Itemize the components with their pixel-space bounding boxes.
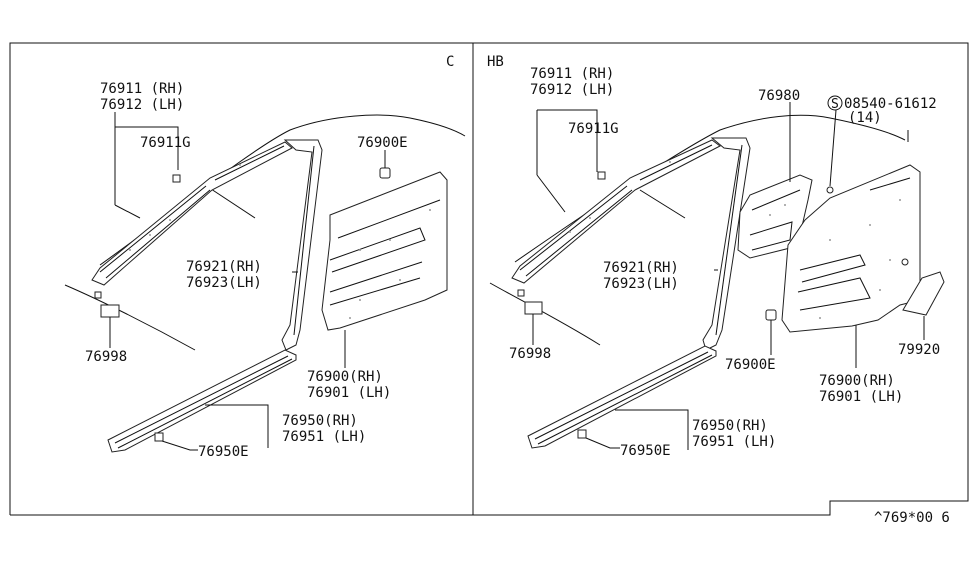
clip-76998-mount: [94, 291, 102, 299]
label-76900e: 76900E: [357, 135, 408, 151]
label-08540: 08540-61612: [844, 96, 937, 112]
kicking-plate: [527, 345, 717, 449]
pillar-base-outline: [64, 284, 196, 351]
label-76912: 76912 (LH): [530, 82, 614, 98]
label-76998: 76998: [85, 349, 127, 365]
clip-76911g: [597, 171, 606, 180]
label-76900: 76900(RH): [307, 369, 383, 385]
clip-76950e: [577, 429, 587, 439]
label-76911: 76911 (RH): [100, 81, 184, 97]
clip-76900e: [379, 167, 391, 179]
label-76951: 76951 (LH): [282, 429, 366, 445]
label-08540-qty: (14): [848, 110, 882, 126]
label-76900e: 76900E: [725, 357, 776, 373]
label-76950e: 76950E: [198, 444, 249, 460]
rear-side-trim: [781, 164, 921, 333]
label-76950: 76950(RH): [282, 413, 358, 429]
panel-hb: HB: [487, 54, 945, 459]
panel-c: C: [64, 54, 466, 460]
label-76921: 76921(RH): [186, 259, 262, 275]
label-76901: 76901 (LH): [819, 389, 903, 405]
label-76950: 76950(RH): [692, 418, 768, 434]
label-76923: 76923(LH): [603, 276, 679, 292]
label-76911g: 76911G: [140, 135, 191, 151]
label-76912: 76912 (LH): [100, 97, 184, 113]
label-76901: 76901 (LH): [307, 385, 391, 401]
diagram-code: ^769*00 6: [874, 510, 950, 526]
label-76951: 76951 (LH): [692, 434, 776, 450]
clip-76900e: [765, 309, 777, 321]
clip-76998-mount: [517, 289, 525, 297]
a-pillar-inner-line: [639, 189, 686, 219]
front-pillar-garnish: [91, 141, 293, 286]
clip-76950e: [154, 432, 164, 442]
clip-76998: [100, 304, 120, 318]
standard-part-mark: [827, 95, 843, 111]
label-76900: 76900(RH): [819, 373, 895, 389]
pillar-base-outline: [489, 282, 601, 346]
front-pillar-garnish: [511, 139, 721, 284]
kicking-plate: [107, 349, 297, 453]
a-pillar-inner-line: [204, 184, 256, 219]
panel-variant-label: C: [446, 54, 454, 70]
rear-side-trim: [321, 171, 448, 331]
label-76911g: 76911G: [568, 121, 619, 137]
label-76980: 76980: [758, 88, 800, 104]
label-79920: 79920: [898, 342, 940, 358]
label-08540-mark: S: [831, 97, 839, 112]
label-76923: 76923(LH): [186, 275, 262, 291]
label-76911: 76911 (RH): [530, 66, 614, 82]
label-76950e: 76950E: [620, 443, 671, 459]
panel-variant-label: HB: [487, 54, 504, 70]
finisher-79920: [902, 271, 945, 316]
screw-08540: [826, 186, 834, 194]
diagram-frame: [9, 42, 969, 516]
label-76921: 76921(RH): [603, 260, 679, 276]
clip-76998: [524, 301, 543, 315]
clip-76911g: [172, 174, 181, 183]
center-pillar-garnish: [281, 139, 323, 351]
label-76998: 76998: [509, 346, 551, 362]
